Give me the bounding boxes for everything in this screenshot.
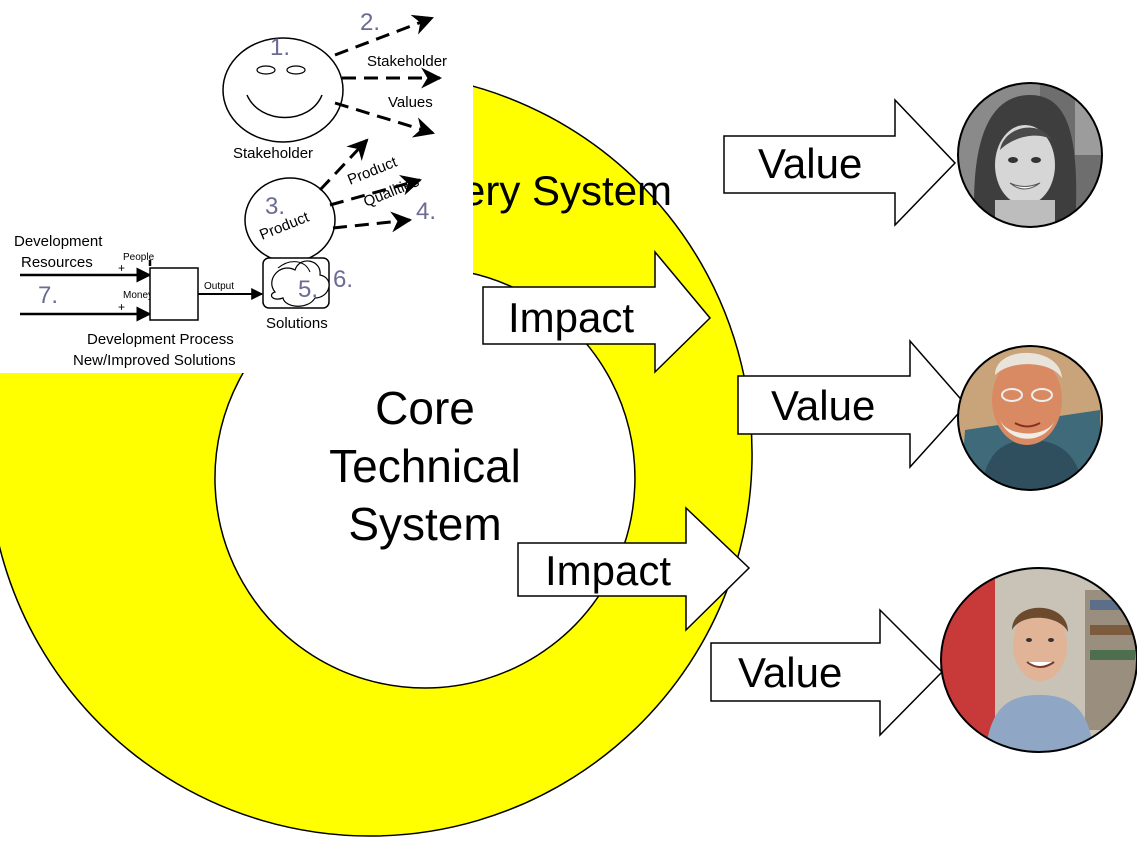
number-1: 1. xyxy=(270,34,290,61)
impact-arrow-2-label: Impact xyxy=(545,547,671,594)
number-7: 7. xyxy=(38,282,58,309)
stakeholder-values-line-2: Values xyxy=(388,94,433,111)
stakeholder-photo-1 xyxy=(957,82,1103,228)
core-label-line-3: System xyxy=(348,498,501,550)
value-arrow-2-label: Value xyxy=(771,382,875,429)
resource-input-lines xyxy=(20,260,152,322)
value-arrow-3: Value xyxy=(710,608,944,737)
core-label-line-1: Core xyxy=(375,382,475,434)
people-label: People xyxy=(123,252,155,263)
number-3: 3. xyxy=(265,193,285,220)
value-arrow-1: Value xyxy=(723,98,957,227)
solutions-icon xyxy=(262,257,330,309)
plus-sign-2: + xyxy=(118,300,125,314)
core-label-line-2: Technical xyxy=(329,440,521,492)
dev-process-line-2: New/Improved Solutions xyxy=(73,352,236,369)
money-label: Money xyxy=(123,290,153,301)
stakeholder-value-arrows xyxy=(334,14,443,138)
value-arrow-2: Value xyxy=(737,339,968,469)
solutions-label: Solutions xyxy=(266,315,328,332)
development-process-box xyxy=(149,267,199,321)
stakeholder-smiley-icon xyxy=(222,37,344,143)
dev-resources-line-2: Resources xyxy=(21,254,93,271)
impact-arrow-1: Impact xyxy=(482,249,712,374)
stakeholder-label: Stakeholder xyxy=(233,145,313,162)
product-quality-arrows xyxy=(318,138,423,233)
value-arrow-1-label: Value xyxy=(758,140,862,187)
impact-arrow-2: Impact xyxy=(517,506,751,632)
number-2: 2. xyxy=(360,9,380,36)
dev-resources-line-1: Development xyxy=(14,233,103,250)
value-arrow-3-label: Value xyxy=(738,649,842,696)
dev-process-line-1: Development Process xyxy=(87,331,234,348)
output-label: Output xyxy=(204,281,234,292)
stakeholder-values-line-1: Stakeholder xyxy=(367,53,447,70)
stakeholder-photo-3 xyxy=(940,567,1137,753)
number-6: 6. xyxy=(333,266,353,293)
impact-arrow-1-label: Impact xyxy=(508,294,634,341)
number-4: 4. xyxy=(416,198,436,225)
plus-sign-1: + xyxy=(118,261,125,275)
core-technical-system-label: Core Technical System xyxy=(329,382,521,550)
stakeholder-photo-2 xyxy=(957,345,1103,491)
number-5: 5. xyxy=(298,276,318,303)
stakeholder-value-inset: 1. Stakeholder 2. Stakeholder Values 3. … xyxy=(0,0,473,373)
